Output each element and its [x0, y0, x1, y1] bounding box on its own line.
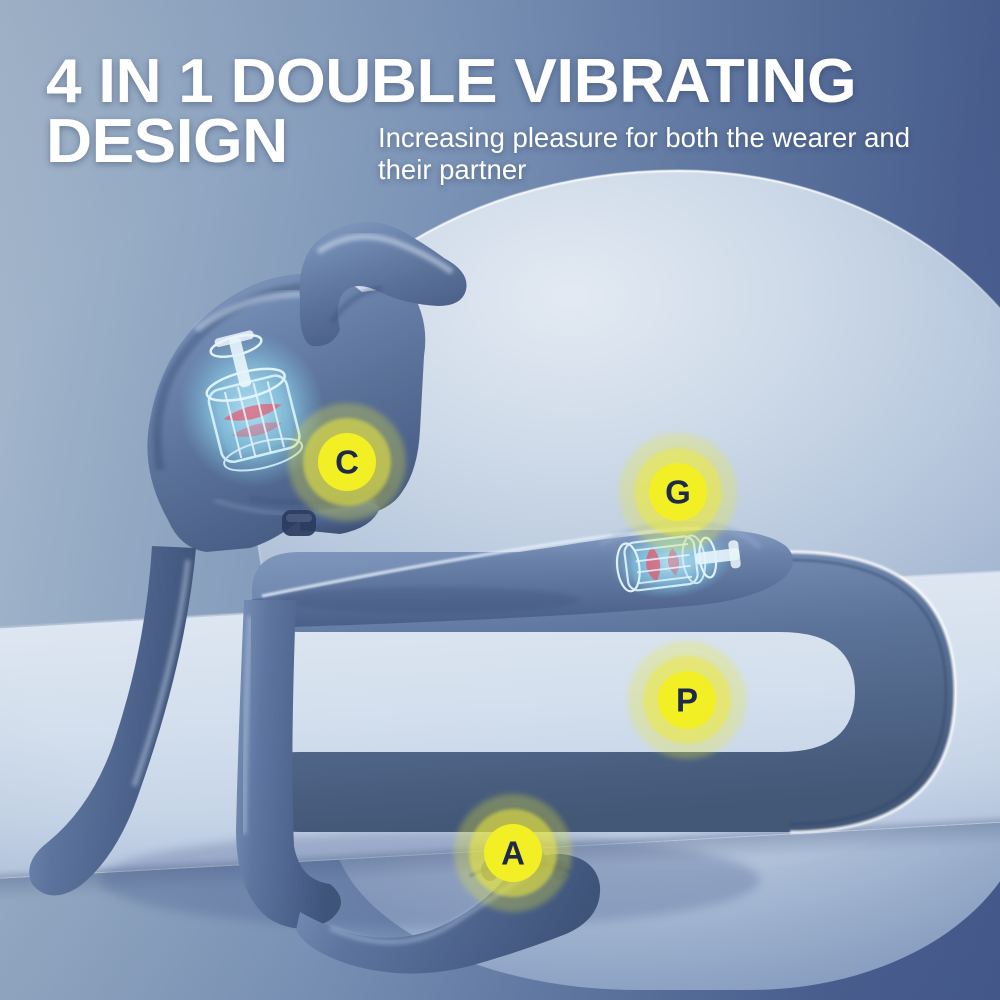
hotspot-core	[484, 824, 542, 882]
motor-cutaway-head	[179, 330, 325, 488]
headline-line-1: 4 IN 1 DOUBLE VIBRATING	[46, 47, 857, 116]
hotspot-core	[649, 463, 707, 521]
hotspot-label: G	[665, 473, 691, 511]
product-hook-arm	[299, 222, 467, 347]
subtitle: Increasing pleasure for both the wearer …	[378, 122, 910, 186]
hotspot-marker-a[interactable]: A	[454, 794, 572, 912]
hotspot-core	[658, 671, 716, 729]
hotspot-label: A	[501, 834, 525, 872]
motor-cutaway-shaft	[610, 525, 741, 599]
page-title: 4 IN 1 DOUBLE VIBRATING DESIGN	[46, 50, 976, 172]
product-legs	[29, 546, 341, 929]
headline-line-2: DESIGN	[46, 107, 288, 177]
hotspot-marker-c[interactable]: C	[288, 403, 406, 521]
hotspot-core	[318, 433, 376, 491]
hotspot-marker-g[interactable]: G	[619, 433, 737, 551]
hotspot-marker-p[interactable]: P	[628, 641, 746, 759]
hotspot-label: P	[675, 681, 699, 719]
hotspot-label: C	[335, 443, 359, 481]
